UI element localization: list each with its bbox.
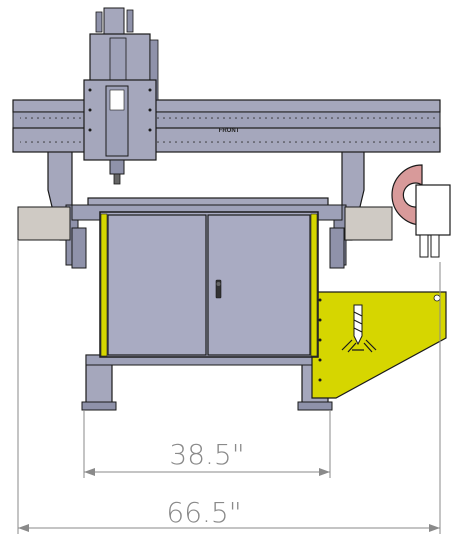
- cabinet-right-door[interactable]: [207, 214, 311, 356]
- dimension-outer-label: 66.5": [166, 496, 241, 529]
- left-side-tray: [17, 206, 71, 241]
- cabinet-left-door[interactable]: [107, 214, 207, 356]
- gantry-beam: [12, 99, 441, 153]
- dimension-outer: [17, 240, 441, 534]
- router-bit-logo-icon: [341, 304, 377, 353]
- dimension-inner-label: 38.5": [169, 438, 244, 471]
- yellow-bracket: [311, 291, 447, 399]
- dust-collection-hose: [391, 164, 451, 258]
- dimension-inner: [83, 410, 331, 478]
- front-label: FRONT: [219, 128, 240, 134]
- right-side-tray: [344, 206, 393, 241]
- spindle-carriage: [83, 7, 159, 185]
- door-handle-icon[interactable]: [215, 279, 222, 299]
